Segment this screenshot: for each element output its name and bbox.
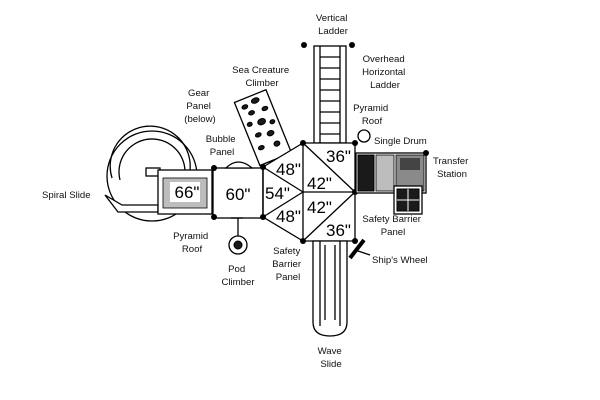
dim-48-bottom: 48" <box>276 207 301 226</box>
label-sea-creature-climber: Sea Creature Climber <box>232 65 292 89</box>
dim-36-bottom: 36" <box>326 221 351 240</box>
transfer-station <box>355 150 429 215</box>
sea-creature-climber <box>233 88 293 167</box>
label-spiral-slide: Spiral Slide <box>42 190 91 201</box>
deck-60: 60" <box>211 165 264 220</box>
label-pod-climber: Pod Climber <box>221 264 255 288</box>
dim-42-top: 42" <box>307 174 332 193</box>
label-overhead-ladder: Overhead Horizontal Ladder <box>362 54 408 91</box>
dim-36-top: 36" <box>326 147 351 166</box>
label-bubble-panel: Bubble Panel <box>206 134 239 158</box>
label-safety-barrier-left: Safety Barrier Panel <box>272 246 303 283</box>
main-deck-structure: 48" 54" 48" 36" 42" 42" 36" <box>260 140 358 244</box>
ships-wheel <box>348 238 371 260</box>
dim-42-bottom: 42" <box>307 198 332 217</box>
label-vertical-ladder: Vertical Ladder <box>316 13 350 37</box>
label-transfer-station: Transfer Station <box>433 156 471 180</box>
dim-54: 54" <box>265 184 290 203</box>
bubble-panel <box>224 161 254 169</box>
dim-66: 66" <box>175 183 200 202</box>
wave-slide <box>312 240 348 337</box>
pod-climber <box>228 217 248 255</box>
dim-48-top: 48" <box>276 160 301 179</box>
label-gear-panel: Gear Panel (below) <box>184 88 215 125</box>
label-single-drum: Single Drum <box>374 136 427 147</box>
dim-60: 60" <box>226 185 251 204</box>
label-pyramid-roof-left: Pyramid Roof <box>173 231 211 255</box>
deck-66: 66" <box>157 169 213 215</box>
single-drum <box>357 129 371 143</box>
label-ships-wheel: Ship's Wheel <box>372 255 428 266</box>
label-pyramid-roof-top: Pyramid Roof <box>353 103 391 127</box>
overhead-ladder <box>301 42 355 144</box>
label-wave-slide: Wave Slide <box>318 346 345 370</box>
label-safety-barrier-right: Safety Barrier Panel <box>362 214 423 238</box>
